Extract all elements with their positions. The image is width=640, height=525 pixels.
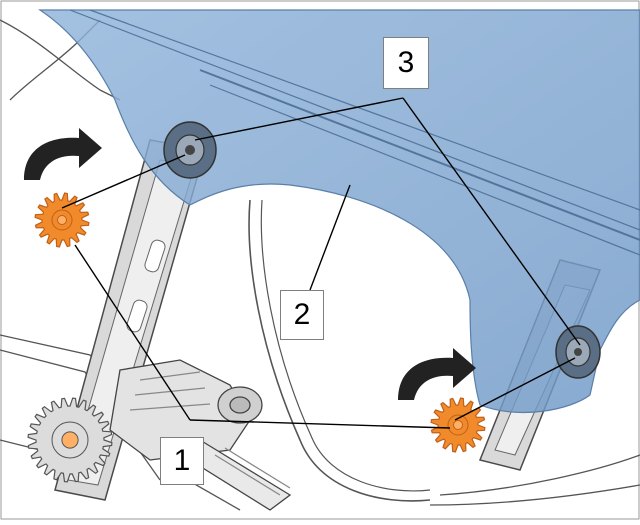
callout-label-glass: 2	[280, 290, 324, 340]
callout-label-fastener: 3	[383, 37, 429, 89]
gear-icon	[34, 192, 90, 248]
leader-lines	[61, 97, 581, 429]
glass-channel	[69, 9, 640, 256]
glass-fastener-left	[163, 121, 217, 179]
rotation-arrow-icon	[24, 128, 102, 180]
window-motor	[109, 359, 292, 511]
regulator-drive-cog	[27, 397, 113, 483]
rotation-arrow-icon	[398, 348, 476, 400]
window-glass	[38, 9, 640, 414]
door-frame-structure	[0, 19, 640, 511]
callout-label-gear: 1	[160, 437, 204, 485]
glass-fastener-right	[555, 325, 601, 379]
